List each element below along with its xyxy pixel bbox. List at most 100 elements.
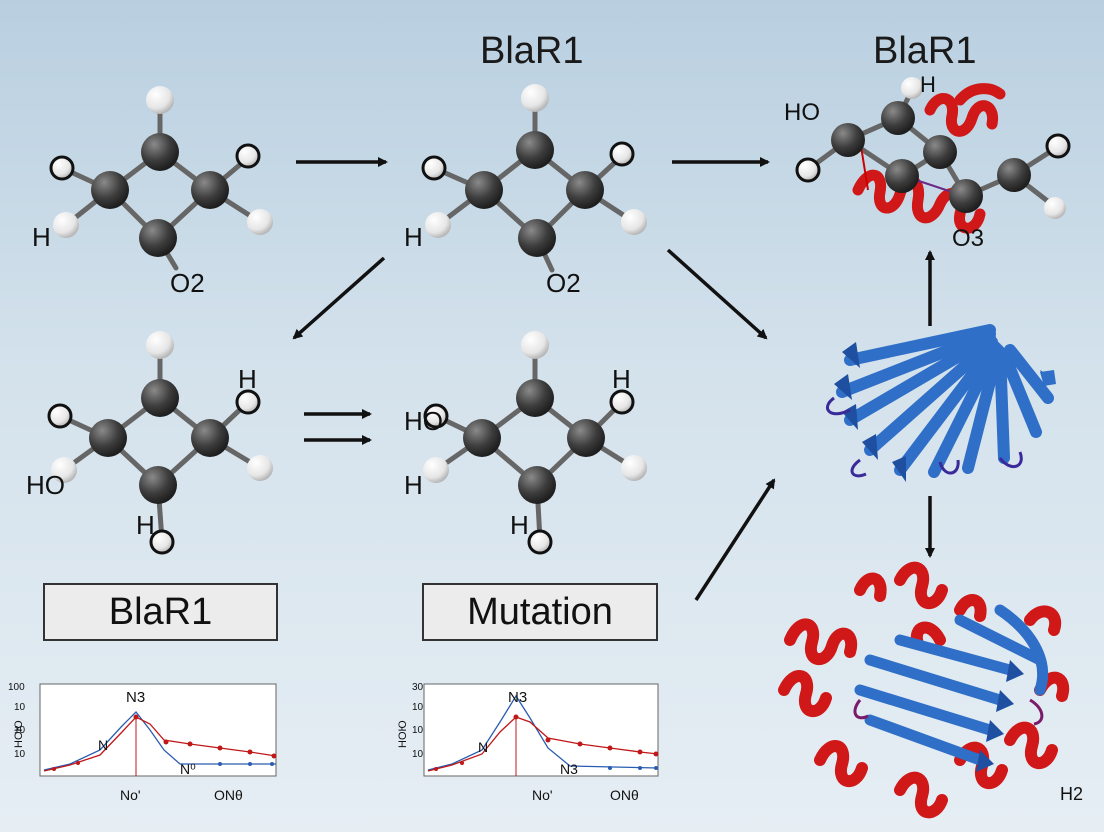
molecule-4: H HO H H	[404, 331, 647, 555]
carbon-atom	[91, 171, 129, 209]
carbon-atom	[516, 131, 554, 169]
y-tick-label: 10	[412, 702, 424, 713]
data-point	[187, 741, 193, 747]
atom-label-o2: O2	[170, 268, 205, 298]
title-center: BlaR1	[480, 30, 584, 72]
oxygen-atom	[421, 155, 447, 181]
hydrogen-atom	[423, 457, 449, 483]
y-tick-label: 10	[412, 749, 424, 760]
alpha-helix-ribbon	[852, 83, 1006, 234]
series-label: N3	[560, 761, 578, 777]
atom-label-ho: HO	[784, 99, 820, 126]
series-label: N⁰	[180, 761, 196, 777]
peak-label: N3	[508, 689, 527, 706]
data-point	[270, 762, 274, 766]
hydrogen-atom	[53, 212, 79, 238]
series-label: N	[98, 737, 108, 753]
oxygen-atom	[235, 389, 261, 415]
hydrogen-atom	[1044, 197, 1066, 219]
y-tick-label: 10	[14, 725, 26, 736]
series-line	[43, 716, 277, 772]
series-label: N	[478, 739, 488, 755]
oxygen-atom	[47, 403, 73, 429]
data-point	[434, 767, 438, 771]
hydrogen-atom	[621, 209, 647, 235]
atom-label-h: H	[404, 470, 423, 500]
data-point	[654, 766, 658, 770]
oxygen-atom	[795, 157, 821, 183]
carbon-atom	[465, 171, 503, 209]
data-point	[163, 739, 169, 745]
series-line	[43, 711, 276, 771]
y-axis-label: HOЮ	[397, 720, 409, 748]
carbon-atom	[949, 179, 983, 213]
graph-1: 100 10 10 10 HOЮ N3 N N⁰ No' ONθ	[8, 682, 277, 803]
data-point	[133, 714, 139, 720]
carbon-atom	[139, 219, 177, 257]
oxygen-atom	[149, 529, 175, 555]
molecule-3: H HO H	[26, 331, 273, 555]
atom-label-h: H	[136, 510, 155, 540]
title-right: BlaR1	[873, 30, 977, 72]
carbon-atom	[885, 159, 919, 193]
oxygen-atom	[609, 141, 635, 167]
carbon-atom	[191, 171, 229, 209]
data-point	[653, 751, 659, 757]
series-line	[427, 694, 659, 771]
hydrogen-atom	[146, 86, 174, 114]
hydrogen-atom	[521, 331, 549, 359]
y-tick-label: 10	[14, 702, 26, 713]
oxygen-atom	[423, 403, 449, 429]
carbon-atom	[923, 135, 957, 169]
x-tick-label: ONθ	[214, 787, 243, 803]
x-tick-label: ONθ	[610, 787, 639, 803]
x-tick-label: No'	[120, 787, 141, 803]
carbon-atom	[141, 379, 179, 417]
carbon-atom	[139, 466, 177, 504]
data-point	[218, 762, 222, 766]
molecule-5-protein-complex: HO H O3	[784, 72, 1071, 252]
label-box-blar1: BlaR1	[43, 583, 278, 641]
hydrogen-atom	[425, 212, 451, 238]
atom-label-ho: HO	[404, 406, 443, 436]
data-point	[271, 753, 277, 759]
arrow-up-right	[694, 478, 776, 601]
data-point	[638, 766, 642, 770]
atom-label-ho: HO	[26, 470, 65, 500]
graph-plot-area	[39, 683, 277, 777]
hydrogen-atom	[247, 455, 273, 481]
y-tick-label: 10	[412, 725, 424, 736]
carbon-atom	[997, 158, 1031, 192]
carbon-atom	[831, 123, 865, 157]
label-box-mutation: Mutation	[422, 583, 658, 641]
carbon-atom	[881, 101, 915, 135]
carbon-atom	[518, 466, 556, 504]
hydrogen-atom	[51, 457, 77, 483]
carbon-atom	[567, 419, 605, 457]
data-point	[513, 714, 519, 720]
oxygen-atom	[235, 143, 261, 169]
graph-2: 30 10 10 10 HOЮ N3 N N3 No' ONθ	[397, 682, 659, 803]
data-point	[637, 749, 643, 755]
atom-label-h: H	[510, 510, 529, 540]
atom-label-h: H	[32, 222, 51, 252]
carbon-atom	[518, 219, 556, 257]
carbon-atom	[141, 133, 179, 171]
y-tick-label: 30	[412, 682, 424, 693]
hydrogen-atom	[146, 331, 174, 359]
data-point	[460, 761, 464, 765]
folded-protein-structure	[778, 561, 1070, 819]
molecule-2: H O2	[404, 84, 647, 298]
corner-label: H2	[1060, 784, 1083, 804]
x-tick-label: No'	[532, 787, 553, 803]
peak-label: N3	[126, 689, 145, 706]
hydrogen-atom	[901, 77, 923, 99]
arrow-down-right	[666, 248, 768, 340]
carbon-atom	[89, 419, 127, 457]
hydrogen-atom	[247, 209, 273, 235]
data-point	[52, 767, 56, 771]
atom-label-o3: O3	[952, 225, 984, 252]
carbon-atom	[516, 379, 554, 417]
beta-sheet-protein	[826, 324, 1056, 482]
